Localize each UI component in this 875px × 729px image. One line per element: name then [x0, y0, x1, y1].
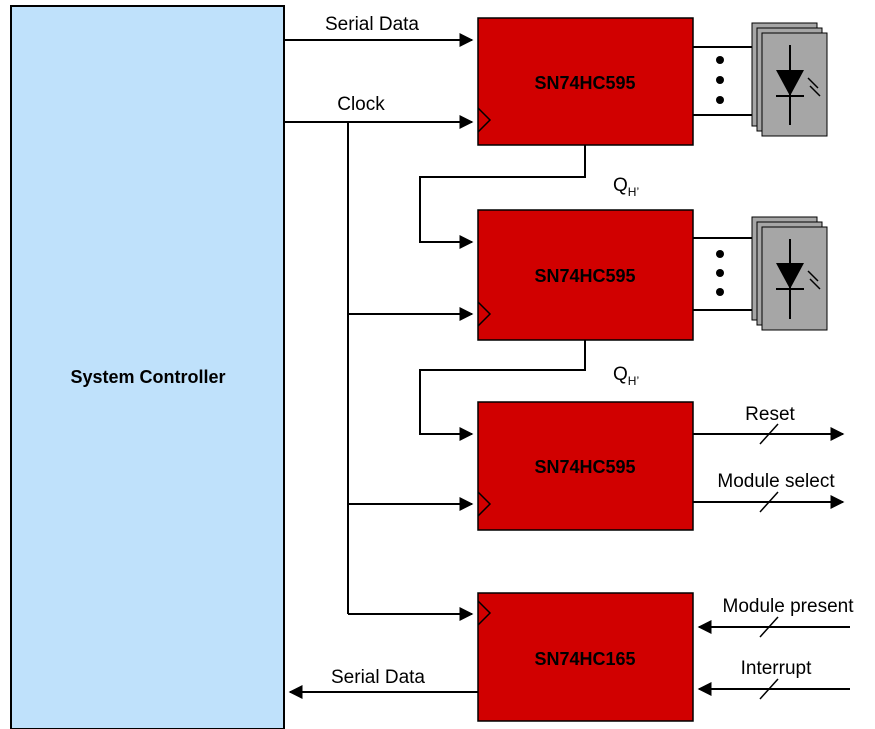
module-select-label: Module select: [717, 471, 835, 492]
chip-label: SN74HC595: [534, 73, 635, 93]
system-controller: System Controller: [10, 5, 285, 729]
qh-cascade-2: QH’: [419, 340, 639, 441]
ellipsis-dot: [716, 269, 724, 277]
qh-label: QH’: [613, 175, 639, 199]
ellipsis-dot: [716, 288, 724, 296]
led-output-group-2: [693, 216, 828, 331]
system-controller-label: System Controller: [70, 367, 225, 387]
shift-register-3: SN74HC595: [477, 401, 694, 531]
module-select-output: Module select: [693, 471, 845, 513]
serial-data-out-label: Serial Data: [331, 667, 425, 688]
chip-label: SN74HC165: [534, 649, 635, 669]
ellipsis-dot: [716, 96, 724, 104]
interrupt-input: Interrupt: [697, 658, 850, 700]
module-present-label: Module present: [723, 596, 855, 617]
qh-cascade-1: QH’: [419, 145, 639, 249]
module-present-input: Module present: [697, 596, 855, 638]
clock-triangle-icon: [477, 600, 492, 626]
led-array-icon: [751, 216, 828, 331]
serial-data-in-label: Serial Data: [325, 14, 419, 35]
qh-label: QH’: [613, 364, 639, 388]
reset-output: Reset: [693, 404, 845, 445]
shift-register-2: SN74HC595: [477, 209, 694, 341]
chip-box: [477, 401, 694, 531]
chip-label: SN74HC595: [534, 266, 635, 286]
clock-bus: Clock: [284, 94, 474, 621]
ellipsis-dot: [716, 76, 724, 84]
system-controller-box: [10, 5, 285, 729]
serial-data-in-wire: Serial Data: [284, 14, 474, 47]
qh-label-base: Q: [613, 364, 628, 385]
clock-triangle-icon: [477, 301, 492, 327]
chip-box: [477, 592, 694, 722]
clock-triangle-icon: [477, 107, 492, 133]
shift-register-1: SN74HC595: [477, 17, 694, 146]
shift-register-4: SN74HC165: [477, 592, 694, 722]
chip-box: [477, 17, 694, 146]
ellipsis-dot: [716, 250, 724, 258]
qh-label-sub: H’: [628, 374, 639, 388]
led-array-icon: [751, 22, 828, 137]
reset-label: Reset: [745, 404, 795, 425]
ellipsis-dot: [716, 56, 724, 64]
led-output-group-1: [693, 22, 828, 137]
serial-data-out-wire: Serial Data: [288, 667, 478, 699]
chip-label: SN74HC595: [534, 457, 635, 477]
clock-triangle-icon: [477, 491, 492, 517]
clock-label: Clock: [337, 94, 385, 115]
interrupt-label: Interrupt: [741, 658, 812, 679]
qh-label-sub: H’: [628, 185, 639, 199]
qh-label-base: Q: [613, 175, 628, 196]
